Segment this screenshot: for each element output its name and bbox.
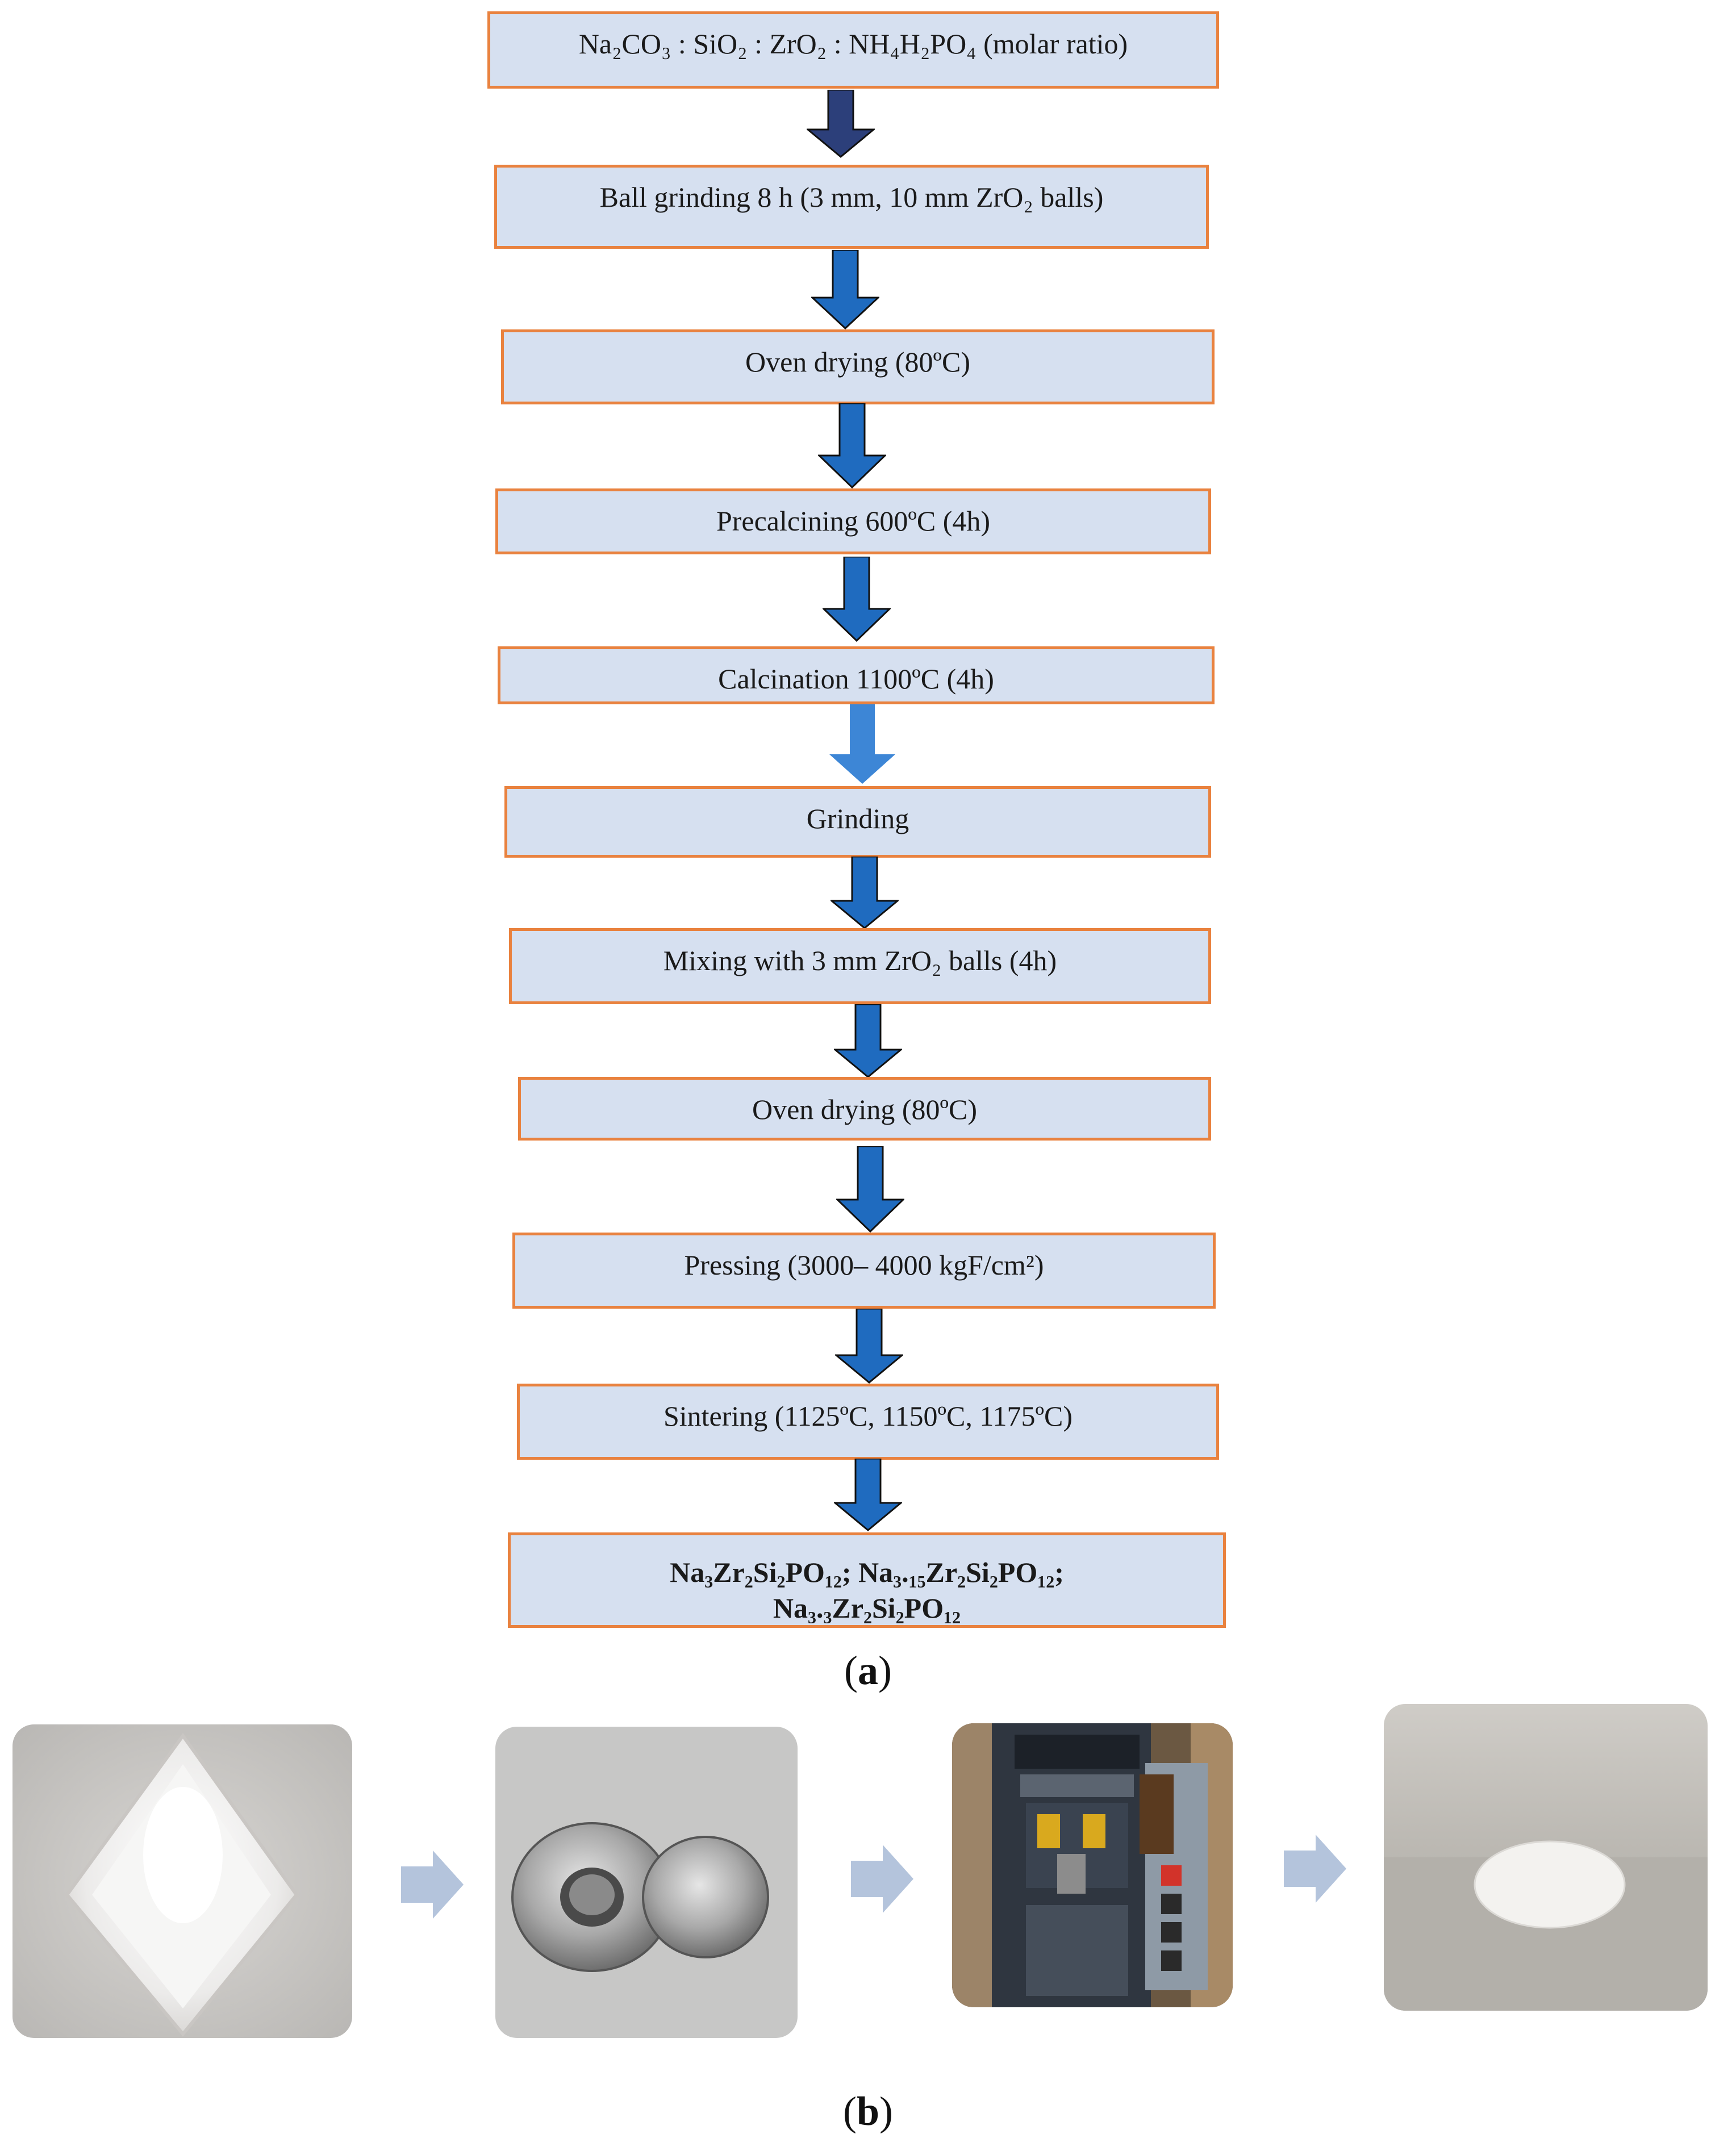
flow-arrow (828, 704, 896, 785)
powder-photo (12, 1724, 352, 2038)
process-arrow (851, 1845, 913, 1913)
flow-arrow (834, 1459, 902, 1531)
flow-arrow (818, 403, 886, 488)
step-oven-drying-2: Oven drying (80ºC) (518, 1077, 1211, 1141)
flow-arrow (831, 857, 899, 929)
process-arrow (401, 1851, 464, 1919)
step-grinding-label: Grinding (806, 803, 909, 834)
step-oven-drying-1: Oven drying (80ºC) (501, 329, 1215, 404)
step-raw-materials-label: Na₂CO₃ : SiO₂ : ZrO₂ : NH₄H₂PO₄ (molar r… (578, 28, 1128, 60)
caption-b: (b) (842, 2088, 893, 2134)
step-precalcining-label: Precalcining 600ºC (4h) (716, 505, 991, 537)
step-calcination-label: Calcination 1100ºC (4h) (718, 663, 994, 695)
caption-b-letter: b (856, 2088, 880, 2134)
step-pressing: Pressing (3000– 4000 kgF/cm²) (512, 1233, 1216, 1309)
step-precalcining: Precalcining 600ºC (4h) (495, 488, 1211, 554)
step-oven-drying-2-label: Oven drying (80ºC) (752, 1093, 977, 1125)
final-products-line1: Na₃Zr₂Si₂PO₁₂; Na₃.₁₅Zr₂Si₂PO₁₂; (670, 1556, 1064, 1588)
pellet-photo (1384, 1704, 1708, 2011)
flow-arrow (807, 90, 875, 158)
flow-arrow (834, 1004, 902, 1078)
step-sintering: Sintering (1125ºC, 1150ºC, 1175ºC) (517, 1384, 1219, 1460)
caption-a-letter: a (858, 1648, 878, 1693)
step-mixing: Mixing with 3 mm ZrO₂ balls (4h) (509, 928, 1211, 1004)
step-grinding: Grinding (504, 786, 1211, 858)
step-ball-grinding: Ball grinding 8 h (3 mm, 10 mm ZrO₂ ball… (494, 165, 1209, 249)
flow-arrow (836, 1146, 904, 1233)
caption-a: (a) (844, 1648, 892, 1693)
flow-arrow (823, 557, 891, 642)
die-photo (495, 1727, 798, 2038)
step-pressing-label: Pressing (3000– 4000 kgF/cm²) (684, 1249, 1044, 1281)
final-products-line2: Na₃.₃Zr₂Si₂PO₁₂ (773, 1592, 961, 1624)
step-mixing-label: Mixing with 3 mm ZrO₂ balls (4h) (663, 945, 1057, 976)
step-ball-grinding-label: Ball grinding 8 h (3 mm, 10 mm ZrO₂ ball… (599, 181, 1104, 213)
flow-arrow (835, 1309, 903, 1384)
flow-arrow (811, 250, 879, 329)
step-oven-drying-1-label: Oven drying (80ºC) (745, 346, 970, 378)
step-raw-materials: Na₂CO₃ : SiO₂ : ZrO₂ : NH₄H₂PO₄ (molar r… (487, 11, 1219, 89)
process-arrow (1284, 1835, 1346, 1903)
step-calcination: Calcination 1100ºC (4h) (498, 646, 1215, 704)
step-final-products: Na₃Zr₂Si₂PO₁₂; Na₃.₁₅Zr₂Si₂PO₁₂; Na₃.₃Zr… (508, 1532, 1226, 1628)
step-sintering-label: Sintering (1125ºC, 1150ºC, 1175ºC) (663, 1400, 1073, 1432)
press-photo (952, 1723, 1233, 2007)
